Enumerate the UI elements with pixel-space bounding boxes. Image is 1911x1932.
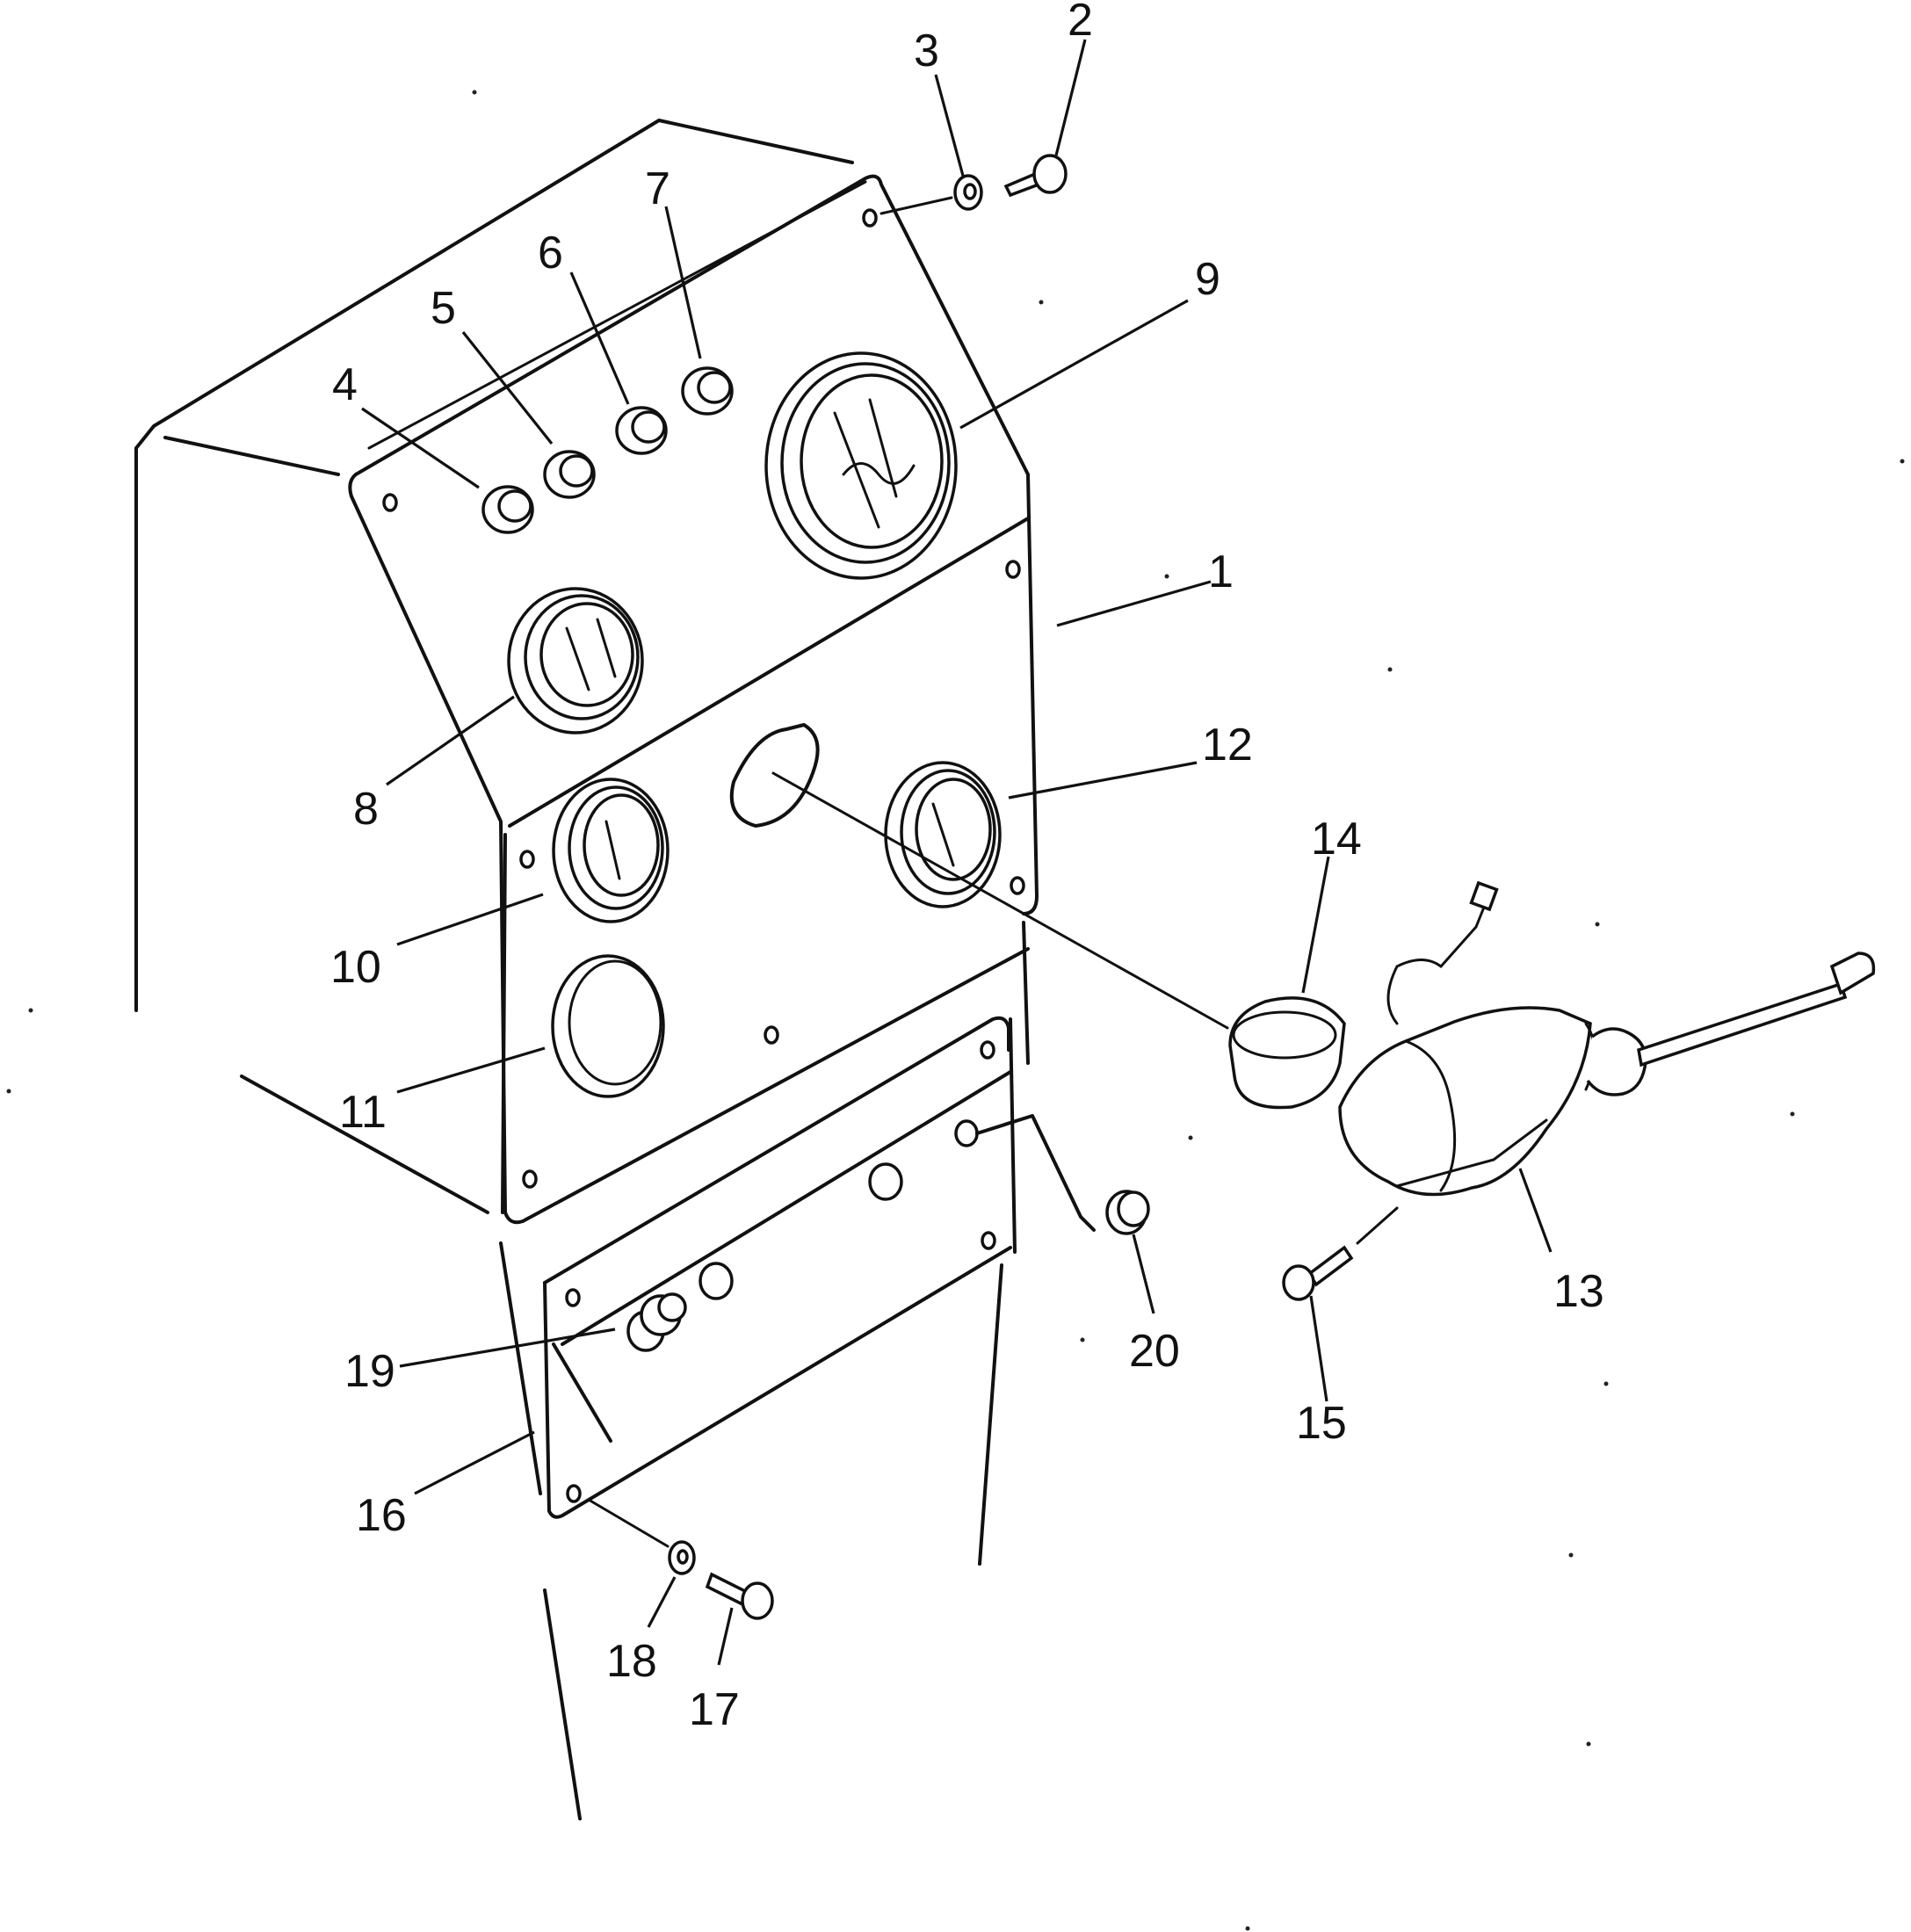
- switch-mounting-hole: [729, 723, 820, 828]
- gauge-10: [552, 778, 670, 923]
- screw-2: [1003, 154, 1068, 198]
- callout-14: 14: [1311, 814, 1362, 865]
- callout-18: 18: [606, 1636, 657, 1687]
- callout-6: 6: [538, 228, 563, 279]
- callout-7: 7: [645, 163, 670, 214]
- indicator-lamp-7: [681, 366, 734, 416]
- lower-plate-16: [543, 1016, 1096, 1519]
- leader-lines: [361, 39, 1553, 1666]
- face-plate: [348, 174, 1039, 1225]
- gauge-8: [507, 587, 644, 734]
- gauge-12: [884, 761, 1002, 908]
- callout-4: 4: [332, 359, 358, 410]
- callout-labels: 1 2 3 4 5 6 7 8 9 10 11 12 13 14 15 16 1…: [330, 0, 1604, 1735]
- collar-14: [1228, 996, 1346, 1110]
- switch-19: [626, 1292, 687, 1352]
- callout-20: 20: [1129, 1326, 1180, 1377]
- callout-13: 13: [1553, 1266, 1604, 1317]
- panel-housing: [134, 119, 1003, 1820]
- callout-5: 5: [431, 283, 456, 334]
- callout-9: 9: [1195, 254, 1220, 305]
- callout-1: 1: [1208, 546, 1234, 597]
- callout-10: 10: [330, 942, 381, 993]
- callout-16: 16: [356, 1490, 407, 1541]
- indicator-lamp-4: [481, 485, 534, 534]
- callout-11: 11: [339, 1087, 387, 1138]
- screw-17: [705, 1572, 774, 1620]
- washer-18: [668, 1540, 696, 1575]
- indicator-lamp-5: [543, 450, 596, 499]
- callout-2: 2: [1068, 0, 1093, 46]
- scan-specks: [6, 90, 1905, 1931]
- callout-8: 8: [353, 784, 379, 835]
- callout-19: 19: [344, 1346, 395, 1397]
- callout-17: 17: [689, 1684, 740, 1735]
- large-gauge-9: [764, 351, 958, 580]
- indicator-lamp-6: [615, 406, 668, 455]
- blank-plug-11: [551, 954, 665, 1098]
- indicator-lamps: [481, 366, 734, 534]
- screw-15: [1282, 1245, 1354, 1301]
- washer-3: [953, 174, 983, 211]
- switch-assembly-13: [1338, 880, 1876, 1197]
- button-20: [1105, 1190, 1150, 1235]
- callout-12: 12: [1202, 720, 1253, 771]
- callout-15: 15: [1296, 1398, 1347, 1449]
- callout-3: 3: [914, 25, 939, 76]
